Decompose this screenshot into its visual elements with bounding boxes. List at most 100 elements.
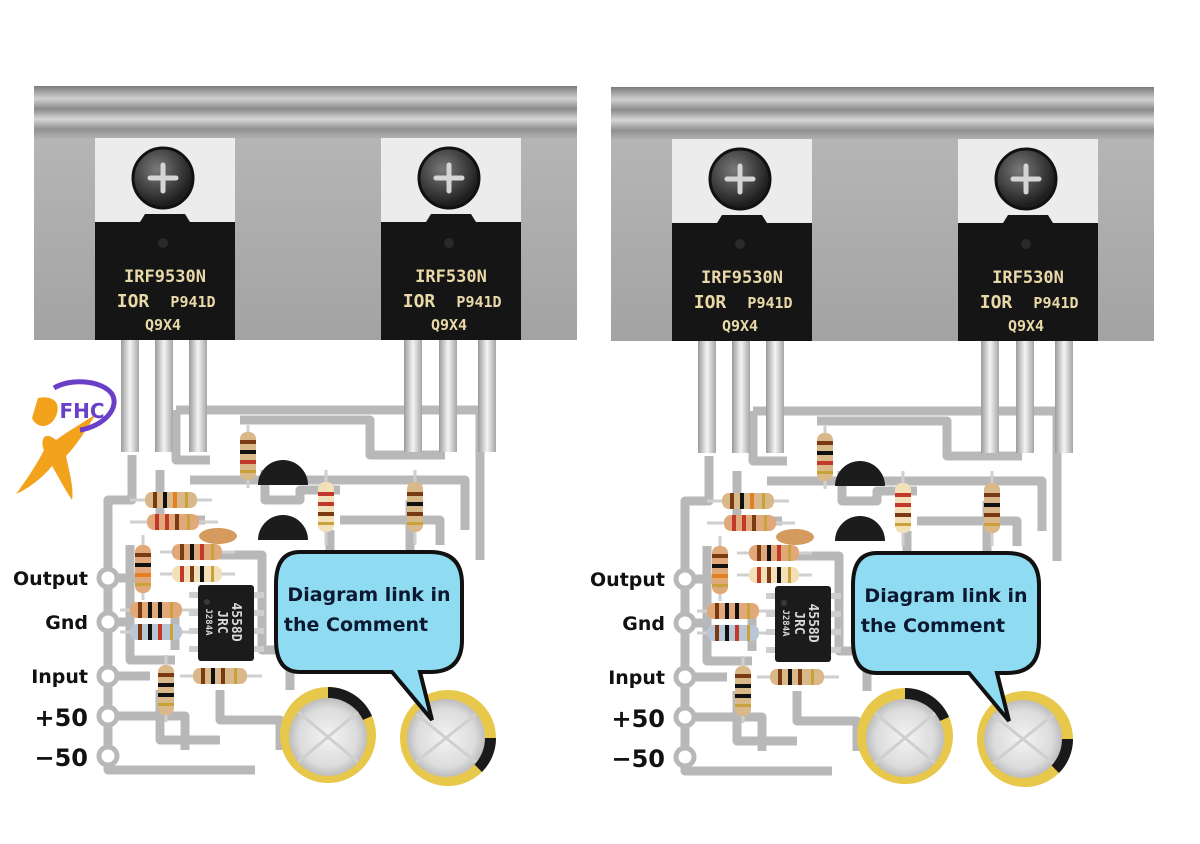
- board-left: Output Gnd Input +50 −50 IRF9530N IOR P9…: [13, 86, 577, 786]
- resistor: [707, 493, 789, 509]
- mosfet-part-number: IRF9530N: [124, 267, 206, 287]
- resistor: [160, 566, 235, 582]
- resistor: [757, 669, 839, 685]
- brand-logo: FHC: [16, 379, 117, 500]
- callout-line1: Diagram link in: [287, 584, 450, 606]
- resistor: [984, 471, 1000, 546]
- logo-text: FHC: [59, 399, 104, 423]
- resistor: [712, 536, 728, 601]
- pin-label-gnd: Gnd: [45, 612, 88, 634]
- output-pad[interactable]: [96, 566, 120, 590]
- mosfet-code: P941D: [747, 294, 792, 312]
- callout-line1: Diagram link in: [864, 585, 1027, 607]
- resistor: [737, 567, 812, 583]
- mosfet-code: P941D: [170, 293, 215, 311]
- resistor: [737, 545, 812, 561]
- resistor: [697, 625, 777, 641]
- mosfet-irf9530n: IRF9530N IOR P941D Q9X4: [95, 138, 235, 452]
- resistor: [697, 603, 777, 619]
- pin-label-output: Output: [590, 569, 665, 591]
- output-pad[interactable]: [673, 567, 697, 591]
- small-transistor: [258, 515, 308, 540]
- resistor: [130, 492, 212, 508]
- resistor: [120, 624, 200, 640]
- pin-label-input: Input: [31, 666, 88, 688]
- electrolytic-capacitor: [280, 687, 376, 783]
- input-pad[interactable]: [96, 664, 120, 688]
- mosfet-lot: Q9X4: [1008, 317, 1044, 335]
- mosfet-lot: Q9X4: [145, 316, 181, 334]
- ic-4558d: 4558D JRC J284A: [189, 585, 264, 661]
- mosfet-lot: Q9X4: [722, 317, 758, 335]
- mosfet-irf530n: IRF530N IOR P941D Q9X4: [381, 138, 521, 452]
- pin-label-plus50: +50: [611, 705, 665, 733]
- resistor: [135, 535, 151, 600]
- callout-line2: the Comment: [284, 614, 428, 636]
- resistor: [407, 470, 423, 545]
- pin-label-gnd: Gnd: [622, 613, 665, 635]
- mosfet-brand: IOR: [694, 292, 727, 313]
- pin-pads: [96, 566, 120, 768]
- gnd-pad[interactable]: [96, 610, 120, 634]
- plus50-pad[interactable]: [673, 705, 697, 729]
- resistors: [697, 426, 1000, 723]
- input-pad[interactable]: [673, 665, 697, 689]
- resistor: [120, 602, 200, 618]
- ic-label-line3: J284A: [203, 608, 213, 636]
- resistor: [158, 655, 174, 722]
- resistors: [120, 425, 423, 722]
- board-right: Output Gnd Input +50 −50 IRF9530N IOR P9…: [590, 87, 1154, 787]
- resistor: [817, 426, 833, 489]
- pin-label-input: Input: [608, 667, 665, 689]
- mosfet-lot: Q9X4: [431, 316, 467, 334]
- logo-ring: [52, 379, 117, 433]
- mosfet-part-number: IRF530N: [415, 267, 487, 287]
- ic-label-line1: 4558D: [805, 603, 820, 642]
- minus50-pad[interactable]: [96, 744, 120, 768]
- callout-bubble: Diagram link in the Comment: [274, 550, 464, 722]
- mosfet-irf530n: IRF530N IOR P941D Q9X4: [958, 139, 1098, 453]
- ic-label-line2: JRC: [791, 611, 806, 634]
- mosfet-brand: IOR: [117, 291, 150, 312]
- ic-4558d: 4558D JRC J284A: [766, 586, 841, 662]
- board-right-content: Output Gnd Input +50 −50 IRF9530N IOR P9…: [590, 87, 1154, 787]
- pin-label-minus50: −50: [611, 745, 665, 773]
- resistor: [895, 471, 911, 546]
- minus50-pad[interactable]: [673, 745, 697, 769]
- callout-line2: the Comment: [861, 615, 1005, 637]
- resistor: [180, 668, 262, 684]
- mosfet-brand: IOR: [980, 292, 1013, 313]
- pin-pads: [673, 567, 697, 769]
- ic-label-line1: 4558D: [228, 602, 243, 641]
- ic-label-line2: JRC: [214, 610, 229, 633]
- resistor: [130, 514, 218, 530]
- person-logo-icon: [16, 397, 96, 500]
- mosfet-brand: IOR: [403, 291, 436, 312]
- electrolytic-capacitor: [977, 691, 1074, 787]
- pin-label-plus50: +50: [34, 704, 88, 732]
- resistor: [240, 425, 256, 488]
- ic-label-line3: J284A: [780, 609, 790, 637]
- electrolytic-capacitor: [400, 690, 497, 786]
- ceramic-capacitor: [199, 528, 237, 544]
- resistor: [707, 515, 795, 531]
- resistor: [160, 544, 235, 560]
- pin-label-output: Output: [13, 568, 88, 590]
- small-transistor: [258, 460, 308, 485]
- electrolytic-capacitor: [857, 688, 953, 784]
- mosfet-code: P941D: [456, 293, 501, 311]
- mosfet-part-number: IRF530N: [992, 268, 1064, 288]
- mosfet-code: P941D: [1033, 294, 1078, 312]
- ceramic-capacitor: [776, 529, 814, 545]
- gnd-pad[interactable]: [673, 611, 697, 635]
- mosfet-part-number: IRF9530N: [701, 268, 783, 288]
- resistor: [735, 656, 751, 723]
- small-transistor: [835, 461, 885, 486]
- callout-bubble: Diagram link in the Comment: [851, 551, 1041, 723]
- resistor: [318, 470, 334, 545]
- plus50-pad[interactable]: [96, 704, 120, 728]
- pin-label-minus50: −50: [34, 744, 88, 772]
- small-transistor: [835, 516, 885, 541]
- mosfet-irf9530n: IRF9530N IOR P941D Q9X4: [672, 139, 812, 453]
